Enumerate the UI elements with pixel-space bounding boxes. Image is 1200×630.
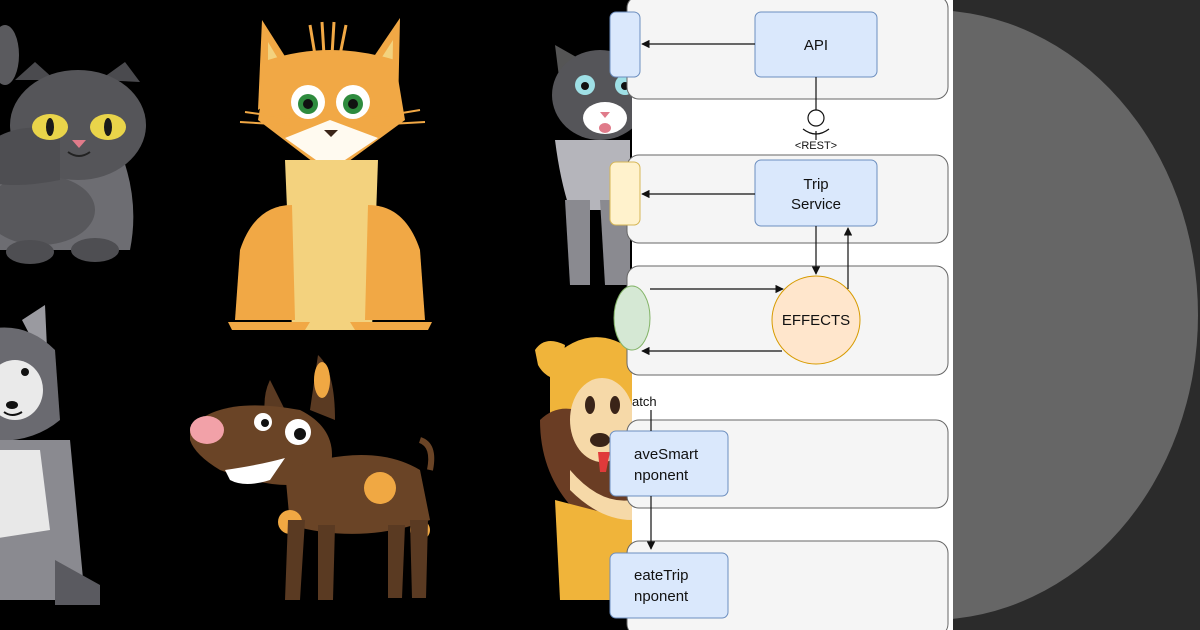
dispatch-label: atch (632, 394, 657, 409)
pending-node-partial (609, 161, 641, 226)
save-smart-label-line1: aveSmart (634, 446, 699, 463)
grey-cat-illustration (0, 25, 146, 264)
architecture-diagram: API Trip Service EFFECTS aveSmart nponen… (609, 0, 953, 630)
effects-node-label: EFFECTS (782, 312, 850, 329)
save-smart-label-line2: nponent (634, 467, 689, 484)
create-trip-component-node (609, 552, 729, 619)
effects-node (771, 275, 861, 365)
client-node-partial (609, 11, 641, 78)
husky-dog-illustration (0, 305, 100, 605)
create-trip-label-line1: eateTrip (634, 567, 688, 584)
grey-disc (953, 11, 1198, 619)
grey-disc-illustration (953, 0, 1200, 630)
store-node-partial (613, 285, 651, 351)
orange-cat-illustration (228, 18, 432, 330)
create-trip-label-line2: nponent (634, 588, 689, 605)
pets-illustration (0, 18, 632, 605)
trip-service-label-line2: Service (791, 196, 841, 213)
trip-service-label-line1: Trip (803, 176, 828, 193)
trip-service-node (754, 159, 878, 227)
save-smart-component-node (609, 430, 729, 497)
api-node-label: API (804, 37, 828, 54)
rest-interface-circle (807, 109, 825, 127)
brown-spotted-dog-illustration (190, 355, 435, 600)
rest-interface-label: <REST> (795, 140, 837, 152)
